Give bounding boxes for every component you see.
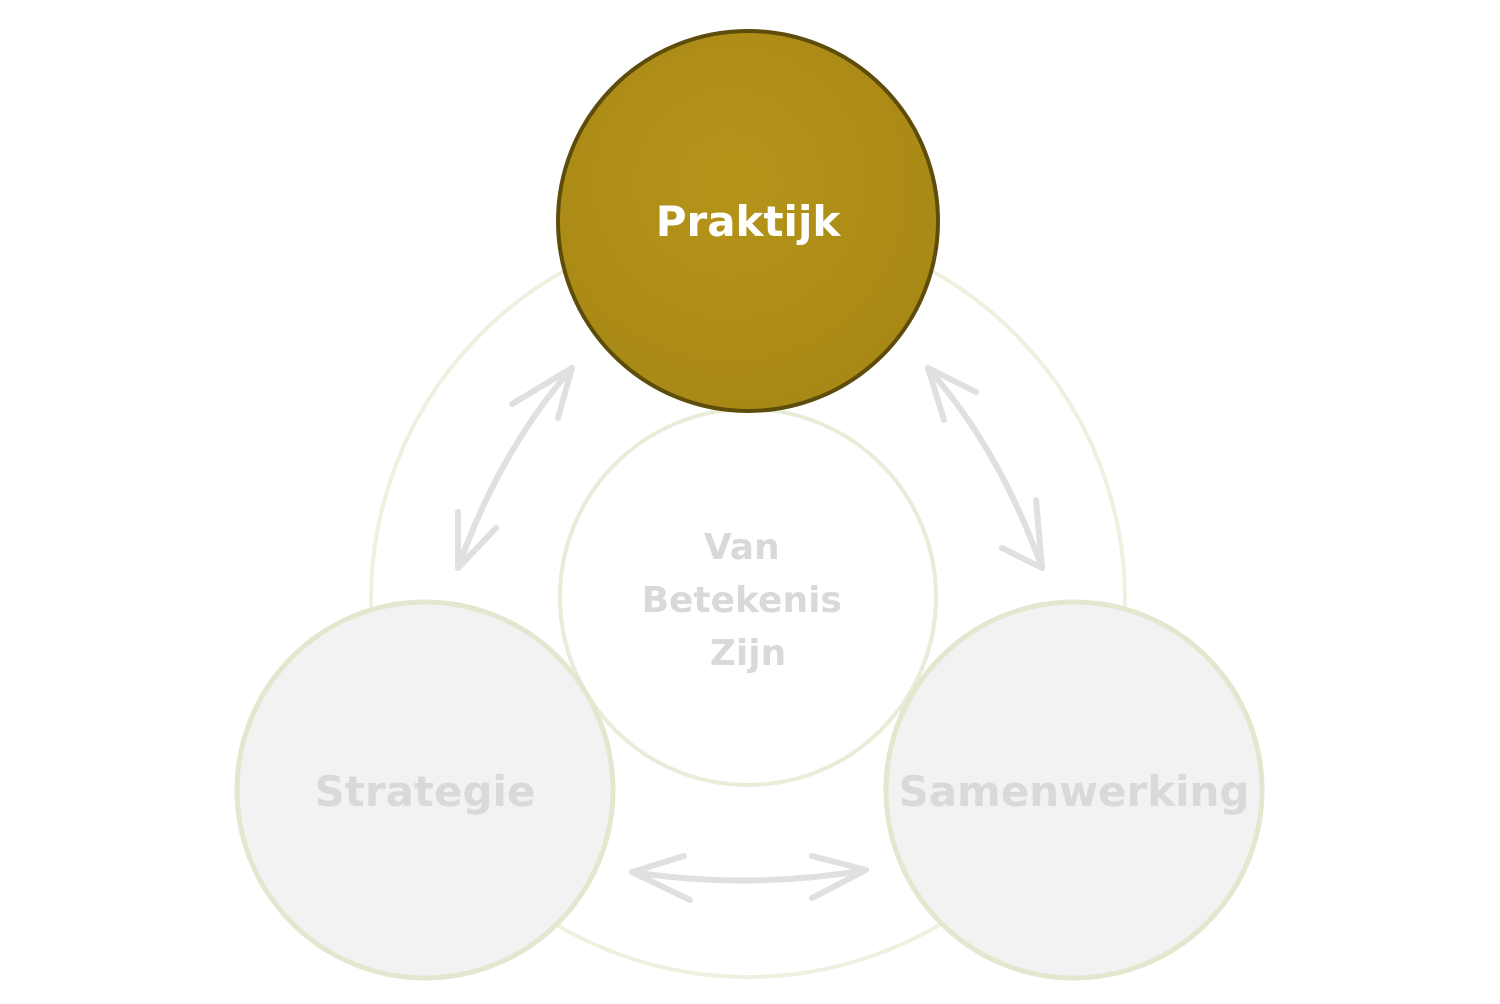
center-label-line-3: Zijn bbox=[710, 633, 786, 674]
node-praktijk-label: Praktijk bbox=[656, 197, 842, 246]
arrow-top-left-icon bbox=[455, 365, 575, 571]
node-strategie-circle bbox=[234, 599, 616, 981]
arrow-bottom-icon bbox=[629, 853, 869, 903]
node-samenwerking-label: Samenwerking bbox=[898, 767, 1249, 816]
arrows bbox=[455, 365, 1045, 903]
center-label-line-2: Betekenis bbox=[642, 580, 842, 621]
node-samenwerking-circle bbox=[883, 599, 1265, 981]
node-strategie: Strategie bbox=[234, 599, 616, 981]
center-label-line-1: Van bbox=[704, 527, 780, 568]
arrow-top-right-icon bbox=[925, 365, 1045, 571]
node-praktijk: Praktijk bbox=[556, 29, 940, 413]
center-label: Van Betekenis Zijn bbox=[642, 527, 855, 674]
node-samenwerking: Samenwerking bbox=[883, 599, 1265, 981]
node-praktijk-circle bbox=[556, 29, 940, 413]
node-strategie-label: Strategie bbox=[315, 767, 536, 816]
